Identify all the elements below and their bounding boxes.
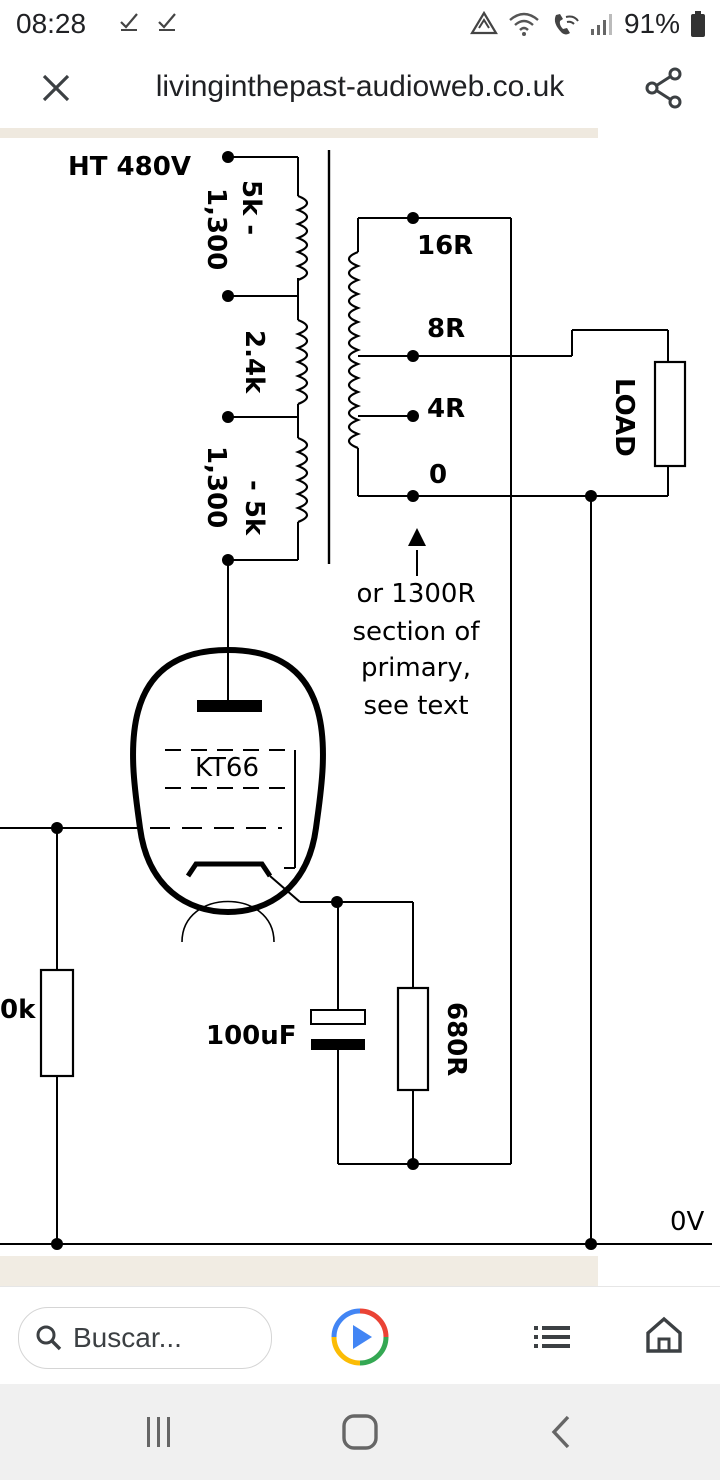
tap-16r-label: 16R xyxy=(417,231,473,261)
signal-icon xyxy=(590,14,612,35)
primary-tap-label: 1,300 xyxy=(201,188,231,270)
search-icon xyxy=(36,1325,62,1351)
custom-tab-toolbar: livinginthepast-audioweb.co.uk xyxy=(0,50,720,129)
close-icon xyxy=(42,74,70,102)
back-icon xyxy=(551,1415,570,1449)
battery-icon xyxy=(691,11,705,37)
note-line: see text xyxy=(363,691,468,721)
wifi-calling-icon xyxy=(554,14,579,35)
circuit-schematic: HT 480V 5k - 1,300 2.4k 1,300 - 5k 16R 8… xyxy=(0,150,712,1250)
tap-8r-label: 8R xyxy=(427,314,465,344)
ht-label: HT 480V xyxy=(68,152,191,182)
data-saver-icon xyxy=(470,11,498,35)
tap-0-label: 0 xyxy=(429,460,447,490)
web-content[interactable]: HT 480V 5k - 1,300 2.4k 1,300 - 5k 16R 8… xyxy=(0,128,720,1286)
home-button-icon xyxy=(342,1414,378,1450)
check-icon xyxy=(158,13,176,31)
search-placeholder: Buscar... xyxy=(73,1322,182,1353)
note-line: primary, xyxy=(361,653,471,683)
close-button[interactable] xyxy=(36,68,76,108)
home-nav-button[interactable] xyxy=(336,1408,384,1456)
search-box[interactable]: Buscar... xyxy=(18,1307,272,1369)
google-lens-icon[interactable] xyxy=(330,1307,390,1367)
system-nav-bar xyxy=(0,1384,720,1480)
tube-label: KT66 xyxy=(195,753,259,783)
ground-label: 0V xyxy=(670,1207,705,1237)
wifi-icon xyxy=(509,12,539,36)
tap-4r-label: 4R xyxy=(427,394,465,424)
primary-tap-label: 2.4k xyxy=(239,330,269,394)
share-icon[interactable] xyxy=(642,66,686,110)
recent-apps-icon xyxy=(147,1417,170,1447)
check-icon xyxy=(120,13,138,31)
status-icons: 91% xyxy=(470,8,706,40)
battery-percent: 91% xyxy=(623,8,680,39)
page-border xyxy=(0,128,598,138)
back-button[interactable] xyxy=(538,1408,586,1456)
page-border xyxy=(0,1256,598,1286)
resistor-label: 680R xyxy=(441,1002,471,1076)
load-label: LOAD xyxy=(609,378,639,457)
bottom-toolbar: Buscar... xyxy=(0,1286,720,1385)
note-line: or 1300R xyxy=(356,579,475,609)
capacitor-label: 100uF xyxy=(206,1021,297,1051)
grid-resistor-label: 0k xyxy=(0,995,36,1025)
list-icon[interactable] xyxy=(530,1315,574,1359)
url-text[interactable]: livinginthepast-audioweb.co.uk xyxy=(155,70,565,103)
status-bar: 08:28 91% xyxy=(0,0,720,50)
primary-tap-label: 1,300 xyxy=(201,446,231,528)
primary-tap-label: - 5k xyxy=(239,480,269,536)
primary-tap-label: 5k - xyxy=(236,180,266,235)
status-time: 08:28 xyxy=(16,8,87,39)
recent-apps-button[interactable] xyxy=(135,1408,183,1456)
home-icon[interactable] xyxy=(642,1313,686,1357)
note-line: section of xyxy=(353,617,481,647)
